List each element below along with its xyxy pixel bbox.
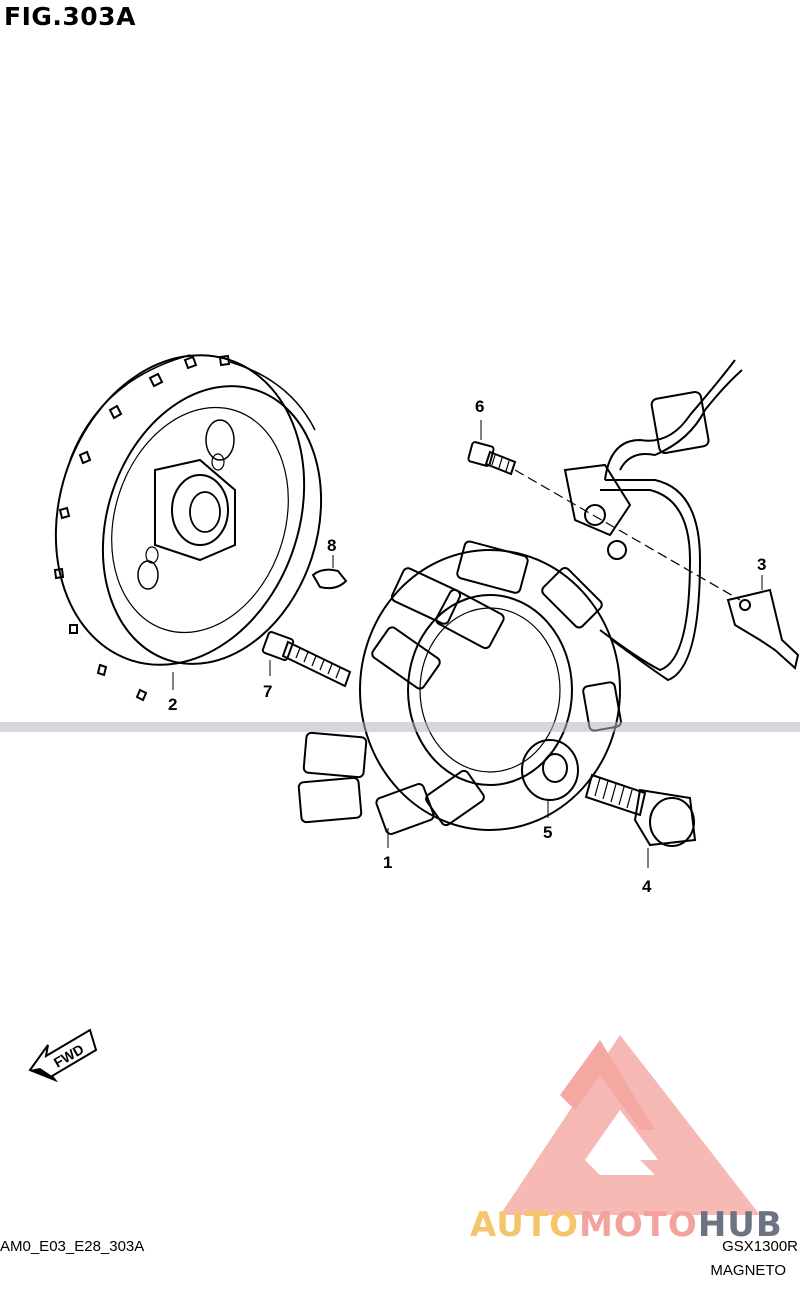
watermark-auto: AUTO [470,1205,579,1245]
watermark-moto: MOTO [578,1205,698,1245]
watermark-text: AUTOMOTOHUB [470,1205,783,1245]
callout-4: 4 [642,877,652,896]
washer-5-part [521,739,579,818]
screw-6-part [467,420,741,601]
section-name: MAGNETO [710,1262,786,1279]
callout-8: 8 [327,536,336,555]
bolt-4-part [584,773,697,868]
callout-2: 2 [168,695,177,714]
scan-artifact [0,722,800,732]
callout-1: 1 [383,853,392,872]
key-part [311,555,348,590]
figure-code: AM0_E03_E28_303A [0,1238,145,1255]
figure-title: FIG.303A [4,2,136,31]
callout-6: 6 [475,397,484,416]
wiring-harness [563,359,743,682]
rotor-part [53,354,323,702]
callout-5: 5 [543,823,552,842]
callout-labels: 1 2 3 4 5 6 7 8 [168,397,766,896]
callout-3: 3 [757,555,766,574]
clamp-3-part [726,575,800,670]
stator-part [297,540,622,848]
watermark-logo [500,1035,760,1215]
bolt-7-part [261,631,352,688]
model-name: GSX1300R [722,1238,798,1255]
callout-7: 7 [263,682,272,701]
watermark-hub: HUB [697,1205,783,1245]
fwd-arrow-icon: FWD [28,1028,98,1083]
